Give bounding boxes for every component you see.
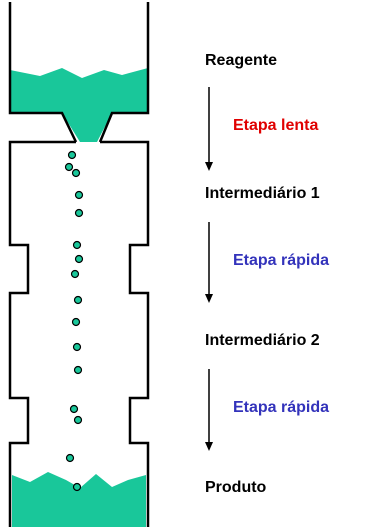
intermediate-chambers [8, 140, 150, 527]
droplet [67, 150, 77, 160]
droplet [73, 365, 83, 375]
stage-label-intermediate-2: Intermediário 2 [205, 332, 320, 349]
droplet [73, 415, 83, 425]
step-label-1: Etapa lenta [233, 117, 319, 134]
droplet [71, 168, 81, 178]
arrow-3-head [205, 442, 213, 451]
arrow-1-head [205, 162, 213, 171]
droplet [69, 404, 79, 414]
droplet [74, 190, 84, 200]
droplet [72, 240, 82, 250]
step-label-2: Etapa rápida [233, 252, 330, 269]
droplet [64, 162, 74, 172]
product-liquid [12, 472, 146, 527]
droplet [72, 482, 82, 492]
droplet [71, 317, 81, 327]
step-label-3: Etapa rápida [233, 399, 330, 416]
stage-label-reagent: Reagente [205, 52, 278, 69]
reagent-liquid [10, 68, 148, 142]
droplet [70, 269, 80, 279]
droplet [74, 208, 84, 218]
stage-label-intermediate-1: Intermediário 1 [205, 185, 320, 202]
arrow-2-head [205, 294, 213, 303]
droplet [72, 342, 82, 352]
droplet [74, 254, 84, 264]
droplet [65, 453, 75, 463]
reagent-vessel [8, 2, 150, 143]
stage-label-product: Produto [205, 479, 267, 496]
droplets [64, 150, 84, 492]
step-arrows [205, 87, 213, 451]
droplet [73, 295, 83, 305]
